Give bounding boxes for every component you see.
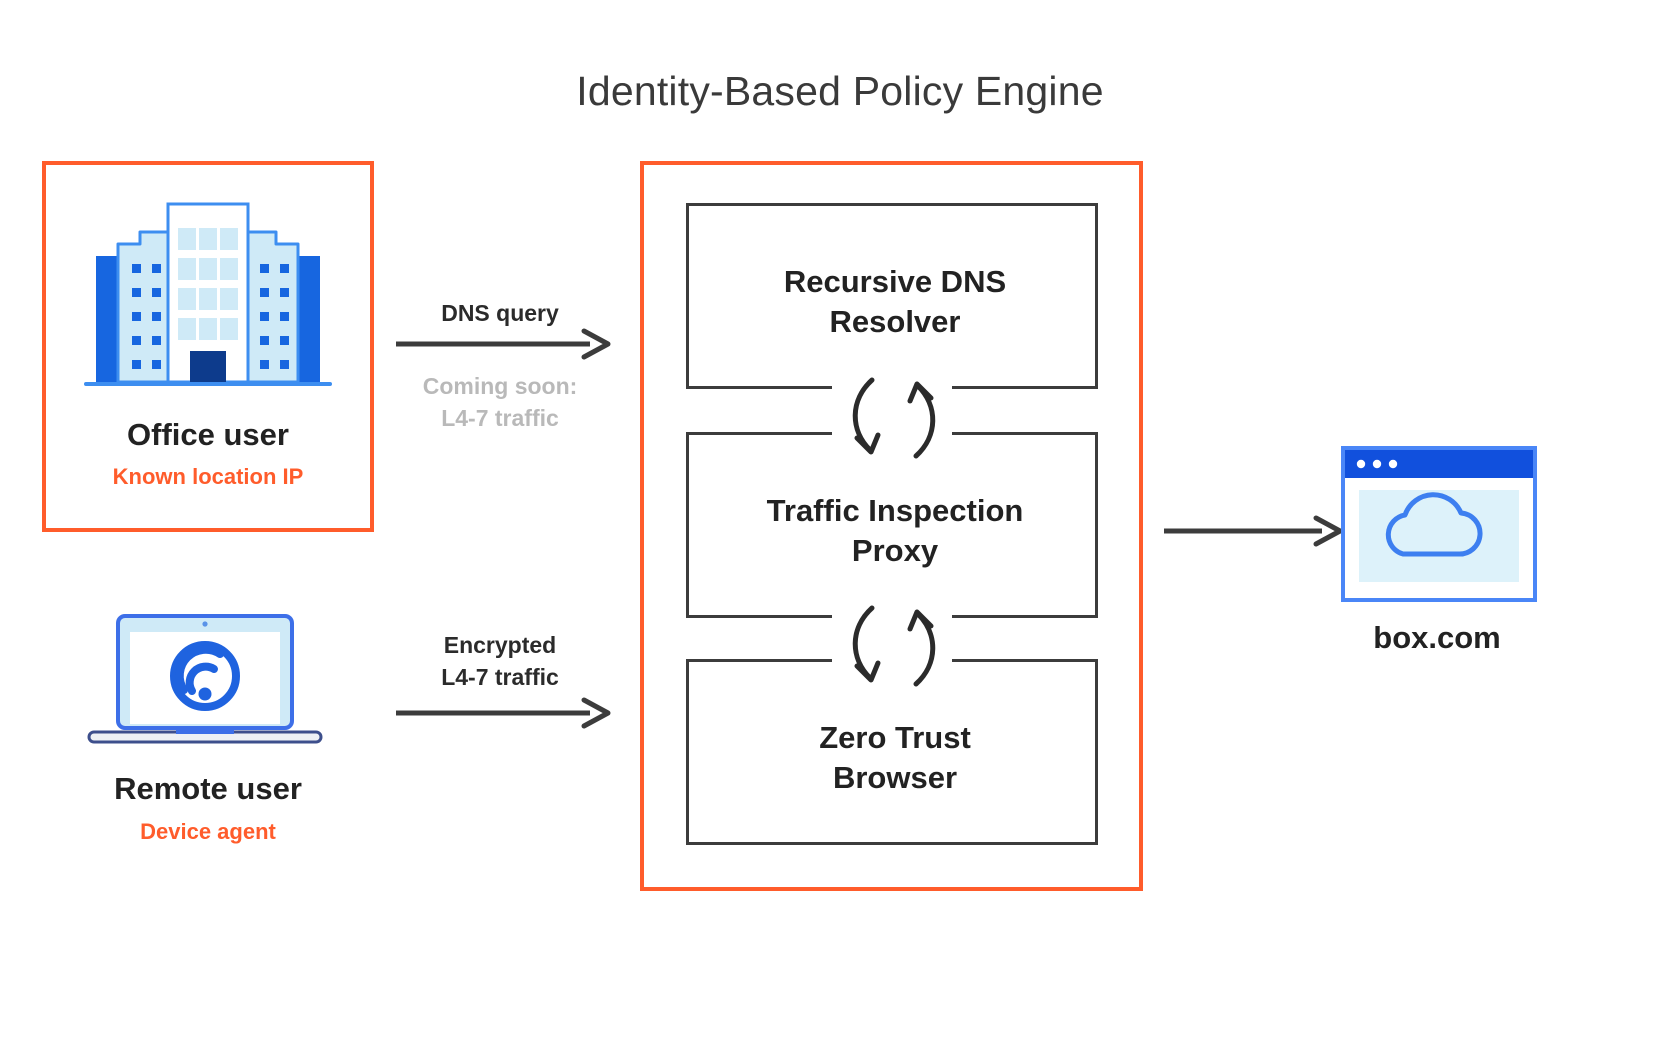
coming-soon-line-2: L4-7 traffic <box>441 404 559 431</box>
encrypted-traffic-line-2: L4-7 traffic <box>441 663 559 690</box>
loop-dns-proxy-arrows <box>830 372 956 464</box>
encrypted-traffic-label: Encrypted L4-7 traffic <box>375 630 625 693</box>
border-gap <box>832 384 952 394</box>
destination-label: box.com <box>1373 620 1501 655</box>
dns-query-arrow <box>394 326 616 367</box>
office-user-sublabel: Known location IP <box>112 464 304 489</box>
border-gap <box>832 613 952 623</box>
traffic-inspection-proxy-box: Traffic Inspection Proxy <box>686 432 1098 618</box>
browser-window-cloud-icon <box>1341 446 1537 607</box>
recursive-dns-resolver-line-2: Resolver <box>829 303 961 339</box>
engine-to-destination-arrow <box>1162 513 1348 554</box>
loop-proxy-browser-arrows <box>830 600 956 692</box>
zero-trust-browser-label: Zero Trust Browser <box>689 718 1101 797</box>
border-gap <box>832 427 952 437</box>
coming-soon-line-1: Coming soon: <box>422 373 578 399</box>
remote-user-label: Remote user <box>114 771 302 806</box>
page-title: Identity-Based Policy Engine <box>576 68 1104 114</box>
laptop-wifi-icon <box>80 612 330 757</box>
zero-trust-browser-line-2: Browser <box>832 759 958 795</box>
remote-user-sublabel: Device agent <box>140 819 276 844</box>
traffic-inspection-proxy-label: Traffic Inspection Proxy <box>689 491 1101 570</box>
encrypted-traffic-arrow <box>394 695 616 736</box>
recursive-dns-resolver-box: Recursive DNS Resolver <box>686 203 1098 389</box>
encrypted-traffic-line-1: Encrypted <box>443 632 557 658</box>
coming-soon-note: Coming soon: L4-7 traffic <box>375 371 625 434</box>
office-building-icon <box>80 196 336 401</box>
office-user-label: Office user <box>127 417 289 452</box>
recursive-dns-resolver-label: Recursive DNS Resolver <box>689 262 1101 341</box>
zero-trust-browser-line-1: Zero Trust <box>819 720 971 755</box>
recursive-dns-resolver-line-1: Recursive DNS <box>783 264 1007 299</box>
border-gap <box>832 654 952 664</box>
traffic-inspection-proxy-line-1: Traffic Inspection <box>766 493 1024 528</box>
dns-query-label: DNS query <box>441 300 559 326</box>
traffic-inspection-proxy-line-2: Proxy <box>851 532 939 568</box>
